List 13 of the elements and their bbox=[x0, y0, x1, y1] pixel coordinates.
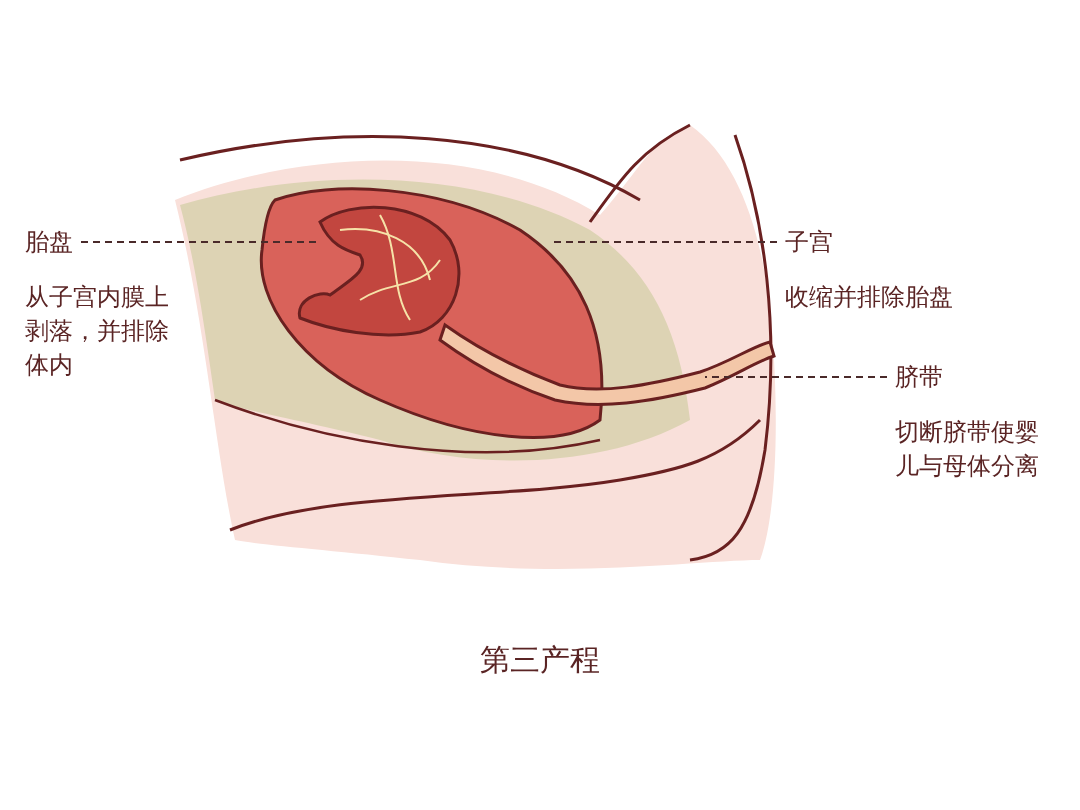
uterus-drawing bbox=[259, 187, 604, 439]
leader-line bbox=[80, 241, 319, 243]
caption: 第三产程 bbox=[480, 641, 600, 679]
placenta-drawing bbox=[297, 205, 461, 337]
umbilical-cord-drawing bbox=[438, 323, 776, 406]
part-name: 子宫 bbox=[785, 227, 833, 258]
part-name: 胎盘 bbox=[25, 227, 73, 258]
description-text: 收缩并排除胎盘 bbox=[785, 282, 953, 313]
description-text: 切断脐带使婴儿与母体分离 bbox=[895, 417, 1040, 482]
leader-line bbox=[552, 241, 778, 243]
description-text: 从子宫内膜上剥落，并排除体内 bbox=[25, 282, 170, 381]
leader-line bbox=[704, 376, 888, 378]
part-name: 脐带 bbox=[895, 362, 943, 393]
